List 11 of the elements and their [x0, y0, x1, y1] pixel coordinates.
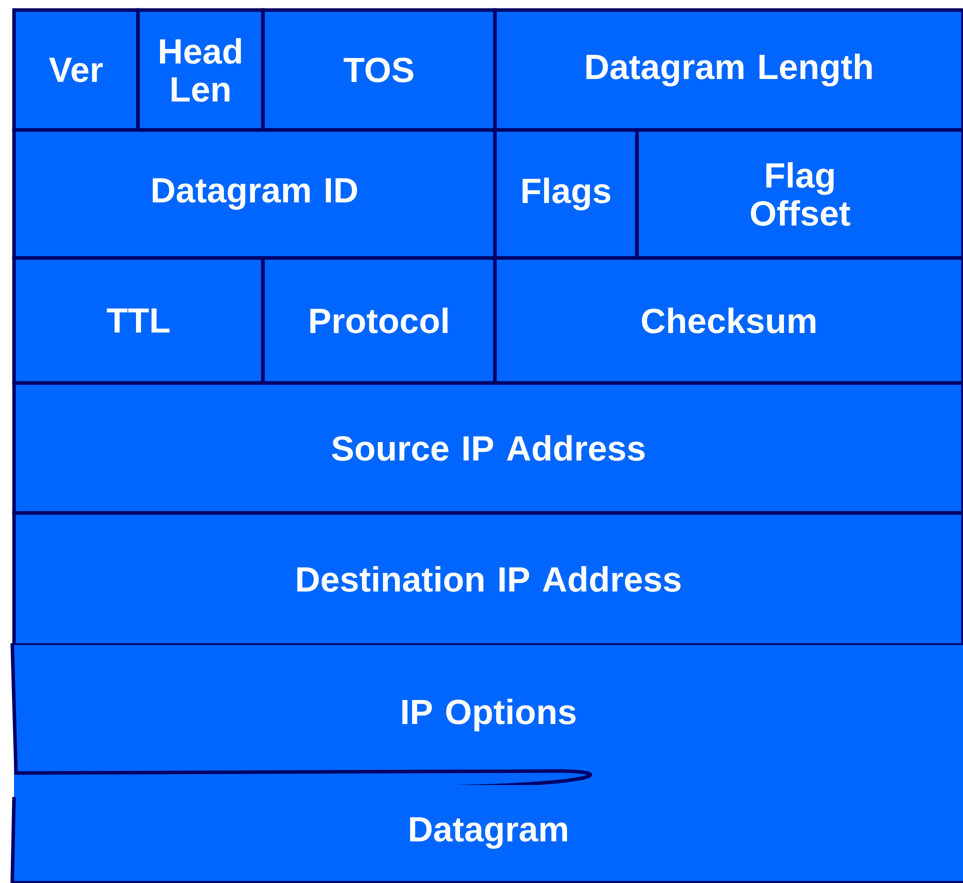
node-label: Destination IP Address — [297, 566, 681, 592]
field-cell: Flags — [493, 128, 639, 260]
field-cell: Destination IP Address — [12, 511, 963, 647]
field-cell: Head Len — [136, 8, 265, 132]
node-label: Datagram — [410, 817, 568, 849]
field-cell: TTL — [12, 256, 265, 385]
node-label: IP Options — [402, 698, 576, 732]
field-cell: TOS — [261, 8, 497, 132]
field-cell: Datagram — [10, 785, 963, 883]
field-cell: Protocol — [261, 256, 497, 385]
field-cell: Ver — [12, 8, 140, 132]
